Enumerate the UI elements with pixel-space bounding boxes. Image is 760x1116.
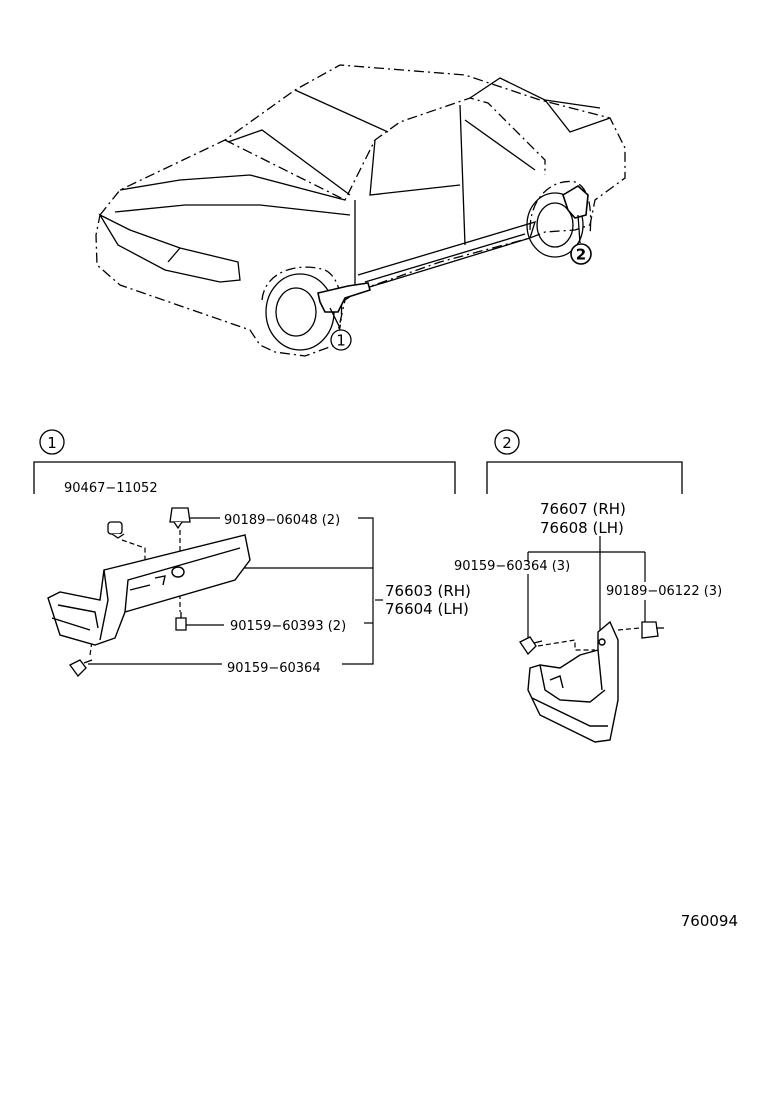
part-90189-06048-label: 90189−06048 (2): [224, 513, 340, 528]
clip-90189-06122-icon: [641, 621, 664, 639]
rear-mudguard-drawing: [527, 620, 619, 743]
callout-1-label: 1: [336, 332, 346, 350]
section-2: 2 76607 (RH) 76608 (LH) 90159−60364 (3) …: [454, 429, 722, 743]
diagram-code: 760094: [681, 912, 738, 930]
callout-1: 1: [330, 329, 352, 351]
part-90159-60393-label: 90159−60393 (2): [230, 619, 346, 634]
part-76608-label: 76608 (LH): [540, 519, 624, 537]
section-2-bracket: [486, 461, 683, 494]
screw-90159-60364-icon: [69, 659, 93, 677]
part-76603-label: 76603 (RH): [385, 582, 471, 600]
part-90159-60364-label: 90159−60364: [227, 661, 321, 676]
part-76604-label: 76604 (LH): [385, 600, 469, 618]
part-90467-11052-label: 90467−11052: [64, 481, 158, 496]
car-illustration: [95, 64, 626, 357]
section-1-label: 1: [47, 434, 57, 452]
screw-90159-60364-section2-icon: [519, 636, 543, 656]
section-2-leader-lines: [527, 536, 646, 651]
part-76607-label: 76607 (RH): [540, 500, 626, 518]
part-90159-60364-3-label: 90159−60364 (3): [454, 559, 570, 574]
section-1-bracket: [33, 461, 456, 494]
screw-90159-60393-icon: [175, 612, 187, 631]
clip-90467-11052-icon: [107, 521, 125, 539]
section-1: 1 90467−11052 90189−06048 (2) 76603 (RH)…: [33, 429, 471, 677]
section-2-label: 2: [502, 434, 512, 452]
callout-2: 2: [570, 243, 592, 265]
part-90189-06122-label: 90189−06122 (3): [606, 584, 722, 599]
callout-2-label: 2: [576, 246, 586, 264]
front-mudguard-drawing: [47, 534, 251, 646]
clip-90189-06048-icon: [169, 507, 191, 530]
